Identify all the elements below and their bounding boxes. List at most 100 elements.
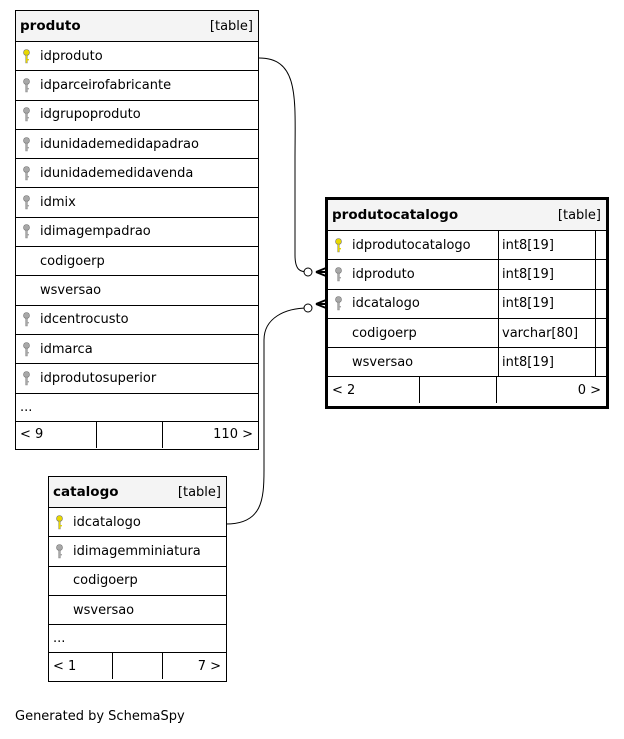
primary-key-icon xyxy=(49,514,69,530)
column-row[interactable]: idparceirofabricante xyxy=(16,71,258,101)
column-row[interactable]: idgrupoproduto xyxy=(16,101,258,130)
table-type-label: [table] xyxy=(209,18,253,34)
column-name: idproduto xyxy=(40,48,103,64)
edge-crowfoot-marker xyxy=(315,267,327,277)
foreign-key-icon xyxy=(16,224,36,239)
table-header[interactable]: produtocatalogo [table] xyxy=(328,200,606,231)
edge-produto-produtocatalogo xyxy=(258,57,309,273)
edge-catalogo-produtocatalogo xyxy=(225,307,309,525)
column-name: idunidademedidavenda xyxy=(40,165,194,181)
table-header[interactable]: catalogo [table] xyxy=(49,477,226,508)
more-columns-indicator: ... xyxy=(49,625,226,654)
column-cell-spacer xyxy=(595,260,606,289)
table-footer: < 1 7 > xyxy=(49,653,226,680)
column-row[interactable]: idimagemminiatura xyxy=(49,537,226,567)
foreign-key-icon xyxy=(16,312,36,327)
table-footer: < 9 110 > xyxy=(16,421,258,448)
foreign-key-icon xyxy=(16,78,36,93)
column-row[interactable]: idcatalogo xyxy=(49,508,226,538)
foreign-key-icon xyxy=(328,296,348,311)
edge-optional-marker xyxy=(303,303,313,313)
column-name: idcatalogo xyxy=(352,296,420,312)
column-name: idgrupoproduto xyxy=(40,107,141,123)
column-type: int8[19] xyxy=(498,289,595,318)
column-name: wsversao xyxy=(73,602,135,618)
column-type: int8[19] xyxy=(498,231,595,260)
generated-by-credit: Generated by SchemaSpy xyxy=(15,709,185,724)
column-name: wsversao xyxy=(352,354,414,370)
column-type: int8[19] xyxy=(498,348,595,377)
column-row[interactable]: wsversao xyxy=(16,276,258,306)
column-list: idproduto idparceirofabricante idgrupoprod… xyxy=(16,42,258,394)
column-row[interactable]: codigoerp varchar[80] xyxy=(328,318,606,349)
column-row[interactable]: wsversao int8[19] xyxy=(328,348,606,378)
table-type-label: [table] xyxy=(177,484,221,500)
foreign-key-icon xyxy=(328,267,348,282)
foreign-key-icon xyxy=(16,341,36,357)
footer-spacer xyxy=(113,653,163,680)
foreign-key-icon xyxy=(16,107,36,122)
column-row[interactable]: codigoerp xyxy=(16,247,258,277)
table-produto[interactable]: produto [table] idproduto idparceirofabri… xyxy=(15,10,259,450)
parent-count[interactable]: < 2 xyxy=(328,377,420,404)
column-row[interactable]: idcentrocusto xyxy=(16,306,258,335)
column-row[interactable]: idimagempadrao xyxy=(16,218,258,248)
table-name: produto xyxy=(20,18,81,34)
foreign-key-icon xyxy=(16,371,36,386)
edge-optional-marker xyxy=(303,267,313,277)
table-produtocatalogo[interactable]: produtocatalogo [table] idprodutocatalog… xyxy=(325,197,609,409)
primary-key-icon xyxy=(328,237,348,253)
column-name: idparceirofabricante xyxy=(40,77,172,93)
column-name: idmix xyxy=(40,195,76,211)
column-list: idcatalogo idimagemminiatura codigoerp wsve… xyxy=(49,508,226,626)
table-catalogo[interactable]: catalogo [table] idcatalogo idimagemminia… xyxy=(48,476,227,682)
row-count[interactable]: 0 > xyxy=(577,382,601,398)
column-row[interactable]: idmarca xyxy=(16,335,258,365)
footer-spacer xyxy=(420,377,497,404)
column-row[interactable]: wsversao xyxy=(49,596,226,626)
column-row[interactable]: idunidademedidapadrao xyxy=(16,130,258,160)
column-name: idunidademedidapadrao xyxy=(40,136,199,152)
column-name: idcatalogo xyxy=(73,514,141,530)
column-row[interactable]: idunidademedidavenda xyxy=(16,159,258,189)
parent-count[interactable]: < 1 xyxy=(49,653,113,680)
table-name: catalogo xyxy=(53,484,119,500)
edge-crowfoot-marker xyxy=(315,299,327,309)
column-row[interactable]: idcatalogo int8[19] xyxy=(328,289,606,319)
table-name: produtocatalogo xyxy=(332,207,459,223)
column-cell-spacer xyxy=(595,318,606,348)
column-cell-spacer xyxy=(595,231,606,260)
column-name: codigoerp xyxy=(73,573,138,589)
foreign-key-icon xyxy=(16,136,36,152)
column-cell-spacer xyxy=(595,289,606,318)
column-name: idmarca xyxy=(40,341,93,357)
column-name: idprodutocatalogo xyxy=(352,237,471,253)
column-cell-spacer xyxy=(595,348,606,377)
row-count[interactable]: 110 > xyxy=(213,427,253,443)
column-name: idimagempadrao xyxy=(40,224,151,240)
primary-key-icon xyxy=(16,48,36,64)
more-columns-indicator: ... xyxy=(16,394,258,422)
column-name: idimagemminiatura xyxy=(73,543,201,559)
column-type: varchar[80] xyxy=(498,318,595,348)
column-name: wsversao xyxy=(40,283,102,299)
row-count[interactable]: 7 > xyxy=(197,658,221,674)
column-row[interactable]: idmix xyxy=(16,188,258,218)
column-name: codigoerp xyxy=(40,253,105,269)
foreign-key-icon xyxy=(49,544,69,559)
column-name: idcentrocusto xyxy=(40,312,129,328)
foreign-key-icon xyxy=(16,166,36,181)
table-footer: < 2 0 > xyxy=(328,377,606,404)
parent-count[interactable]: < 9 xyxy=(16,421,97,448)
column-row[interactable]: idproduto xyxy=(16,42,258,72)
column-row[interactable]: idprodutosuperior xyxy=(16,364,258,394)
column-name: idprodutosuperior xyxy=(40,370,157,386)
column-name: codigoerp xyxy=(352,325,417,341)
table-header[interactable]: produto [table] xyxy=(16,11,258,42)
foreign-key-icon xyxy=(16,195,36,210)
column-row[interactable]: codigoerp xyxy=(49,567,226,596)
column-row[interactable]: idprodutocatalogo int8[19] xyxy=(328,231,606,261)
